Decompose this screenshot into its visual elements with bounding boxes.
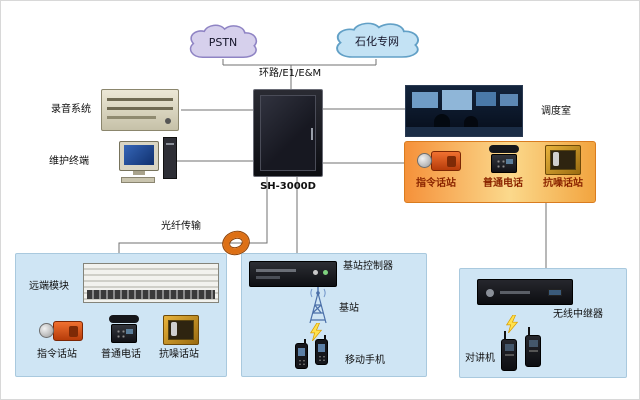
server-slot — [107, 98, 173, 101]
wall-screen — [442, 90, 472, 110]
recording-server-icon — [101, 89, 179, 131]
private-network-cloud: 石化专网 — [329, 21, 425, 61]
phone-body — [491, 154, 517, 173]
base-station-tower-icon — [305, 287, 331, 325]
phone-antenna — [324, 335, 326, 340]
command-station-icon — [417, 147, 461, 175]
remote-command-station-label: 指令话站 — [37, 349, 77, 360]
remote-module-rack-icon — [83, 263, 219, 303]
base-station-label: 基站 — [339, 303, 359, 314]
walkie-talkie-icon — [525, 327, 541, 367]
pstn-cloud-label: PSTN — [208, 35, 238, 49]
bsc-vent — [256, 269, 296, 272]
phone-antenna — [304, 339, 306, 344]
rack-card-row — [87, 290, 215, 299]
crt-monitor — [119, 141, 159, 171]
bsc-device-icon — [249, 261, 337, 287]
walkie-speaker — [529, 350, 538, 352]
maintenance-terminal-icon — [119, 137, 177, 187]
cabinet-handle — [311, 128, 313, 140]
keypad — [496, 159, 506, 169]
remote-ordinary-phone-label: 普通电话 — [101, 349, 141, 360]
mobile-phone-icon — [295, 339, 308, 369]
phone-handset — [489, 145, 519, 153]
handset-rest — [69, 326, 78, 337]
speaker-disc — [417, 153, 432, 168]
trunk-label: 环路/E1/E&M — [259, 68, 322, 79]
lightning-icon — [505, 314, 519, 337]
monitor-stand — [133, 171, 145, 175]
tower-slot — [166, 143, 174, 145]
cloud-shape — [189, 24, 258, 58]
walkie-talkie-label: 对讲机 — [465, 353, 495, 364]
phone-handset — [109, 315, 139, 323]
mobile-phone-icon — [315, 335, 328, 365]
phone-screen — [318, 344, 325, 352]
phone-screen — [298, 348, 305, 356]
walkie-screen — [505, 344, 514, 351]
bsc-label: 基站控制器 — [343, 261, 393, 272]
remote-module-title: 远端模块 — [29, 281, 69, 292]
repeater-vent — [500, 291, 530, 294]
command-station-body — [431, 151, 461, 171]
noise-proof-station-icon — [545, 145, 581, 175]
walkie-antenna — [528, 327, 530, 336]
walkie-talkie-icon — [501, 331, 517, 371]
keypad — [298, 359, 305, 366]
bsc-knob — [313, 270, 318, 275]
keypad — [318, 355, 325, 362]
fiber-transmission-label: 光纤传输 — [161, 221, 201, 232]
desk-phone-icon — [107, 315, 141, 345]
command-station-body — [53, 321, 83, 341]
keyboard — [121, 177, 155, 183]
walkie-speaker — [505, 354, 514, 356]
main-cabinet-icon — [253, 89, 323, 177]
dispatch-room-photo — [405, 85, 523, 137]
mobile-phone-label: 移动手机 — [345, 355, 385, 366]
noise-station-label: 抗噪话站 — [543, 178, 583, 189]
remote-noise-station-label: 抗噪话站 — [159, 349, 199, 360]
walkie-screen — [529, 340, 538, 347]
wall-screen — [500, 94, 518, 106]
handset-rest — [447, 156, 456, 167]
ordinary-phone-label: 普通电话 — [483, 178, 523, 189]
handset — [171, 322, 177, 336]
command-station-label: 指令话站 — [416, 178, 456, 189]
desk-phone-icon — [487, 145, 521, 175]
server-slot — [107, 107, 173, 110]
server-knob — [165, 118, 171, 124]
bsc-vent — [256, 276, 280, 279]
noise-proof-station-icon — [163, 315, 199, 345]
dispatch-room-label: 调度室 — [541, 106, 571, 117]
private-network-cloud-label: 石化专网 — [355, 35, 399, 48]
pc-tower — [163, 137, 177, 179]
repeater-display — [548, 289, 562, 296]
command-station-icon — [39, 317, 83, 345]
phone-display — [126, 329, 133, 334]
wall-screen — [476, 92, 496, 106]
cloud-shape — [336, 22, 420, 58]
tower-shape — [309, 287, 327, 324]
pstn-cloud: PSTN — [184, 23, 262, 61]
keypad — [116, 329, 126, 339]
wireless-repeater-label: 无线中继器 — [553, 309, 603, 320]
wireless-repeater-icon — [477, 279, 573, 305]
repeater-knob — [486, 289, 494, 297]
handset — [553, 152, 559, 166]
speaker-disc — [39, 323, 54, 338]
cabinet-model-label: SH-3000D — [260, 181, 316, 192]
bsc-led — [323, 270, 328, 275]
phone-body — [111, 324, 137, 343]
server-slot — [107, 116, 156, 119]
walkie-antenna — [504, 331, 506, 340]
monitor-screen — [124, 145, 154, 165]
maintenance-terminal-label: 维护终端 — [49, 156, 89, 167]
cabinet-door — [260, 95, 316, 171]
console-desk — [406, 127, 522, 136]
phone-display — [506, 159, 513, 164]
lightning-icon — [309, 322, 323, 345]
wall-screen — [412, 92, 438, 108]
recording-system-label: 录音系统 — [51, 104, 91, 115]
